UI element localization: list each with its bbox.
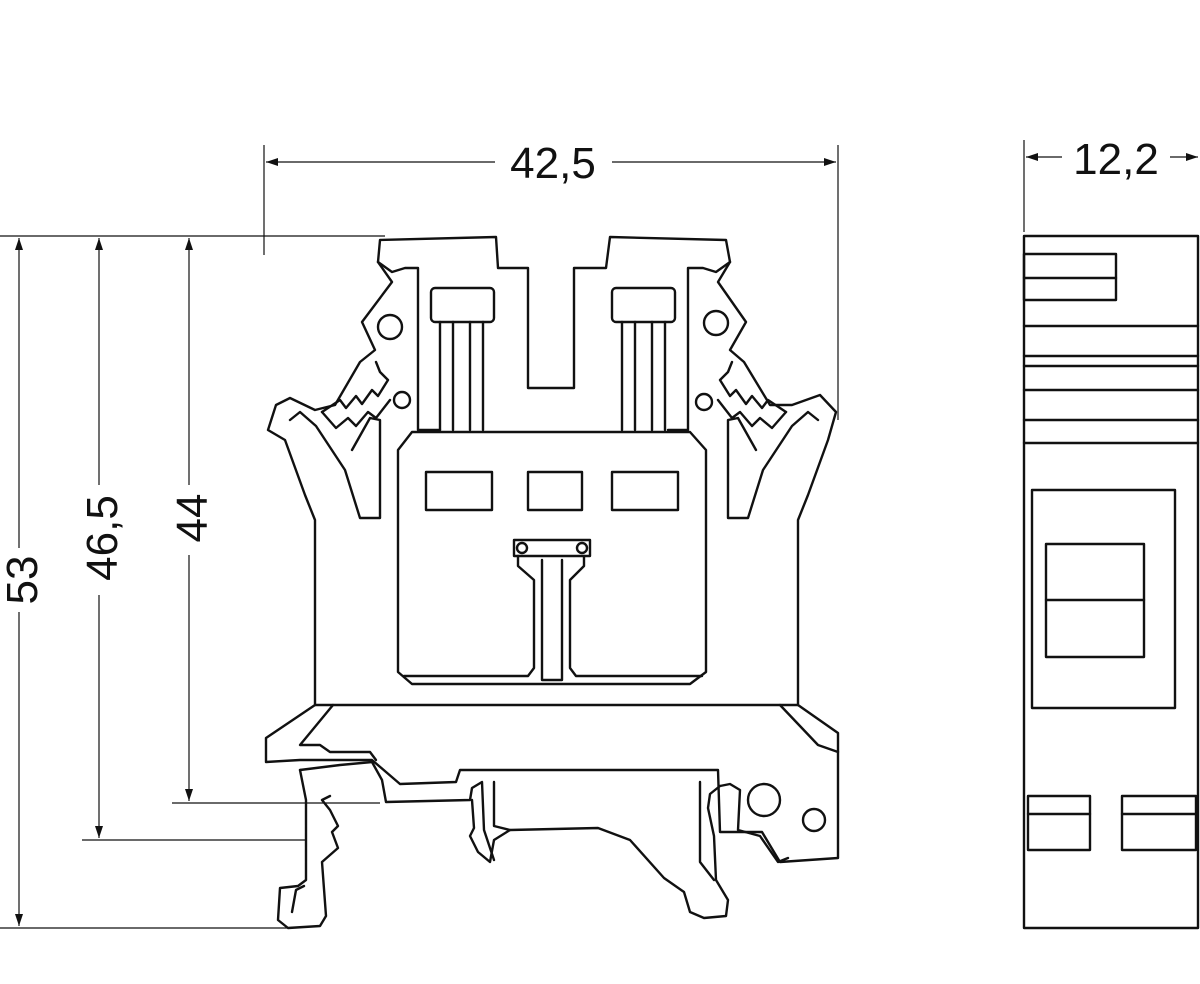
terminal-front-view [264,235,840,930]
dimension-width-front: 42,5 [263,139,839,420]
screw-hole-left [376,313,404,341]
dimension-height-body: 44 [168,238,217,801]
height-total-label: 53 [0,556,47,605]
width-front-label: 42,5 [510,139,596,188]
marker-slot-center [526,470,584,512]
foot-hole-large [746,782,782,818]
dimension-extension-lines [0,235,385,929]
marker-slot-right [610,470,680,512]
terminal-side-view [1022,234,1200,930]
foot-hole-small [801,807,827,833]
dimension-width-side: 12,2 [1023,135,1198,232]
height-body-label: 44 [168,494,217,543]
dimension-height-total: 53 [0,238,47,926]
width-side-label: 12,2 [1073,135,1159,184]
dimension-height-rail: 46,5 [78,238,127,838]
height-rail-label: 46,5 [78,495,127,581]
marker-slot-left [424,470,494,512]
screw-hole-right [702,309,730,337]
